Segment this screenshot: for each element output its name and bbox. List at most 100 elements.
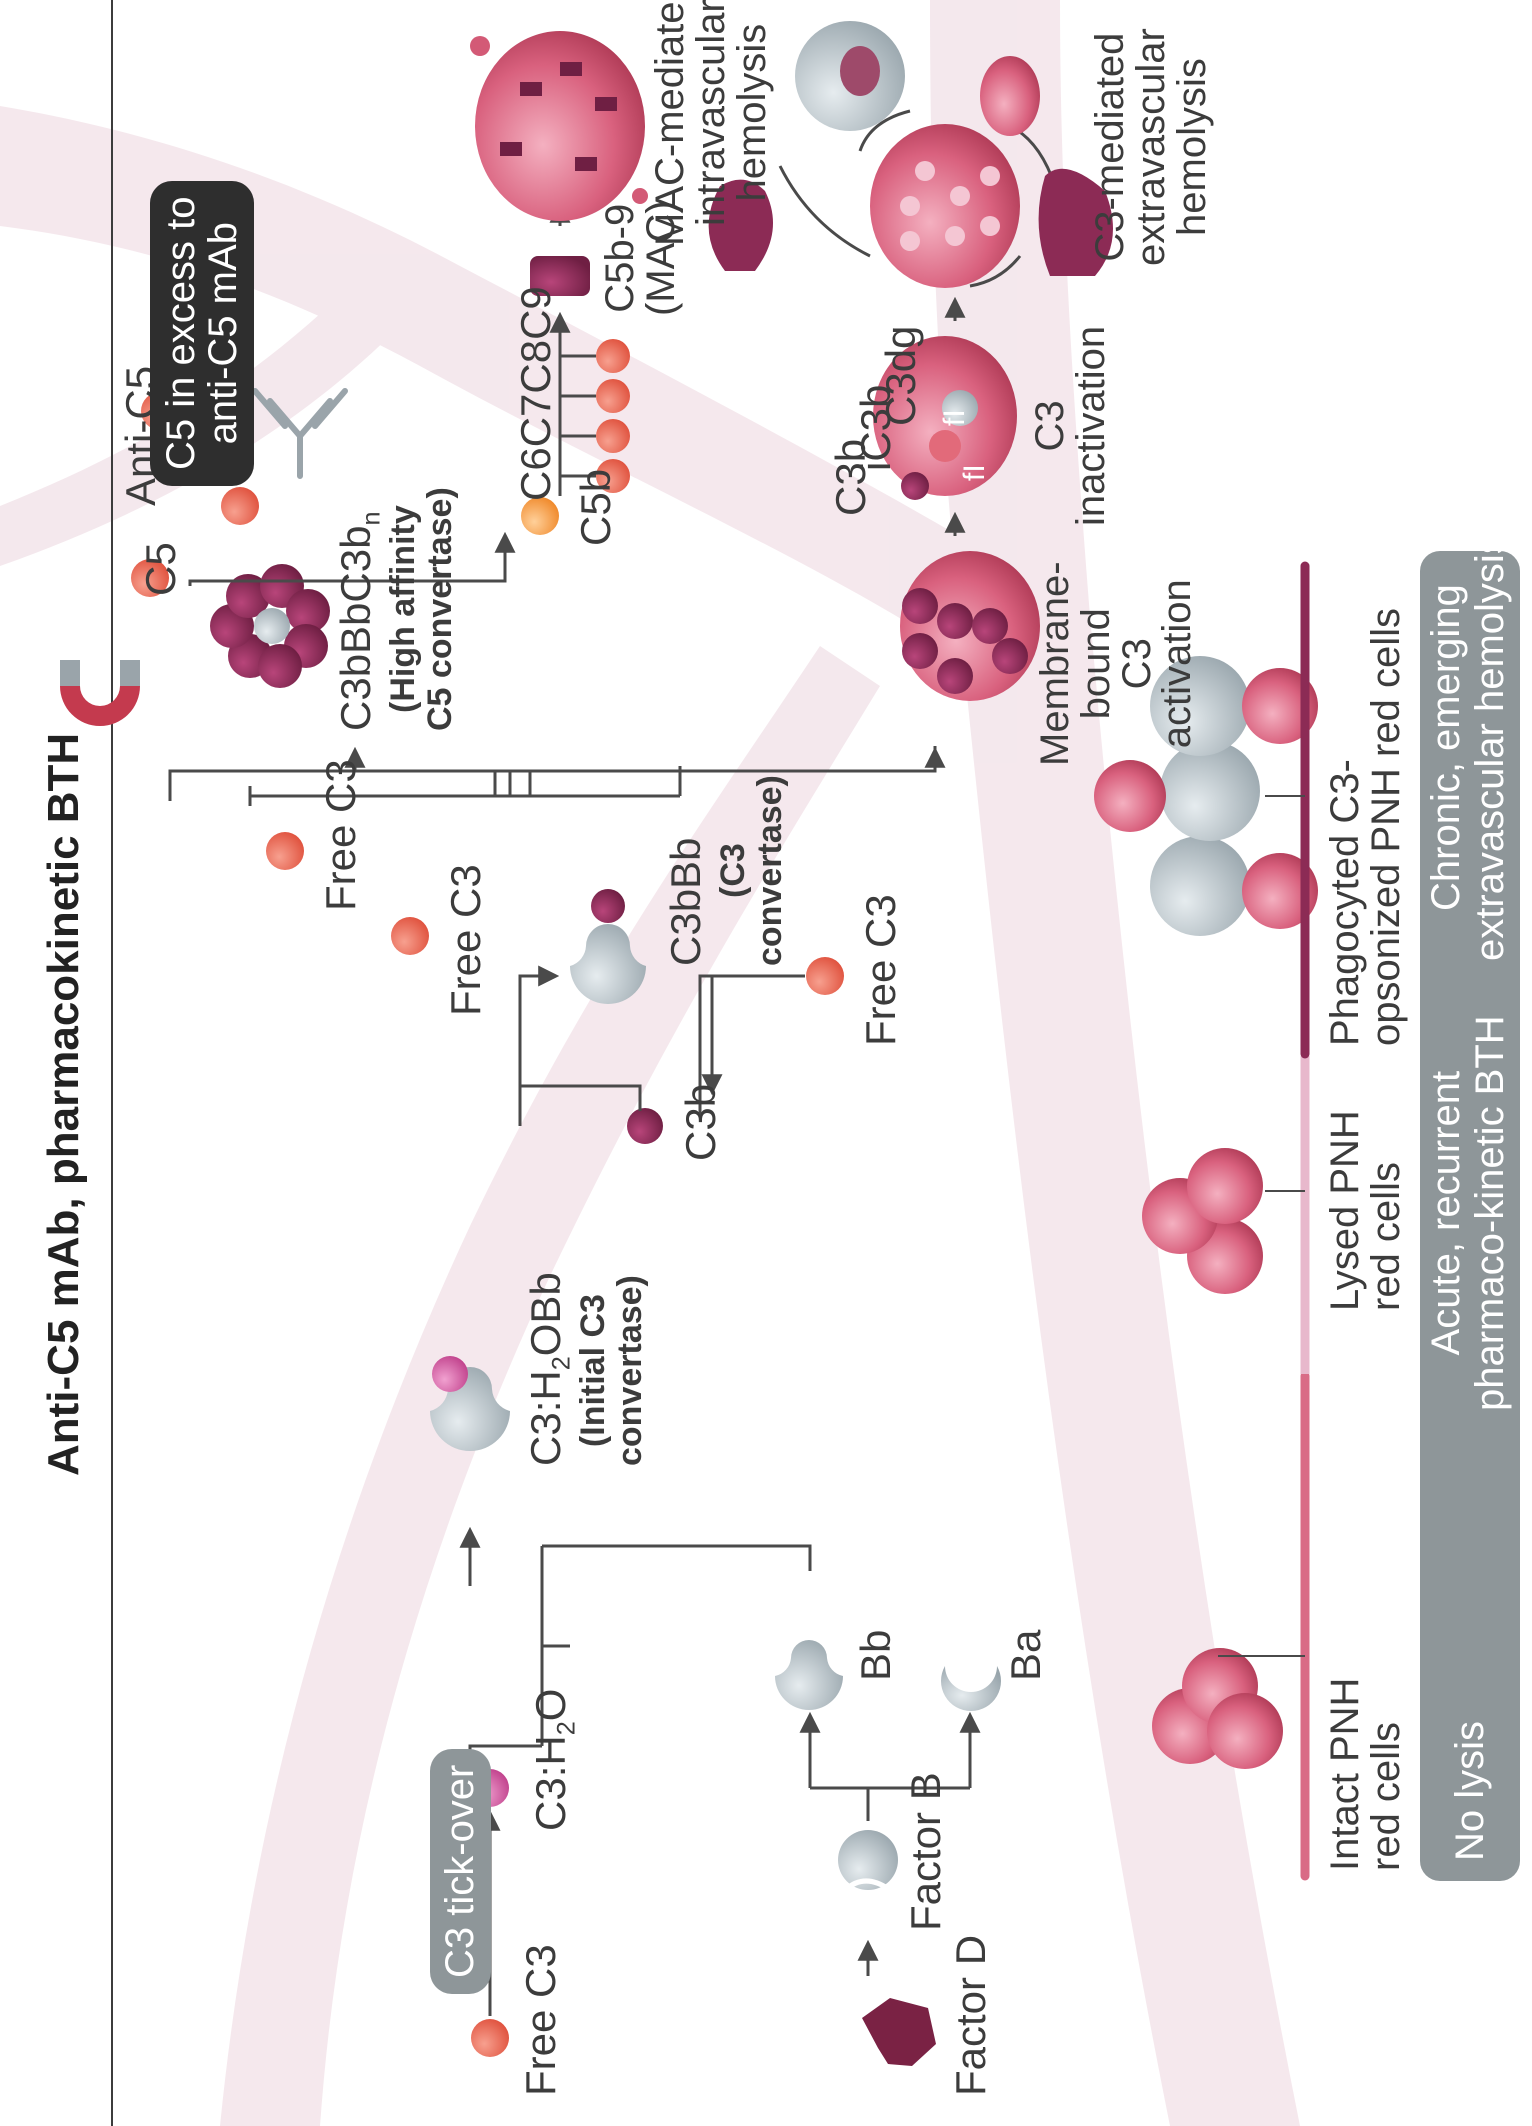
legend-no-lysis: No lysis: [1448, 1720, 1492, 1861]
initial-convertase-c3: [432, 1356, 468, 1392]
factor-b-label: Factor B: [902, 1772, 949, 1931]
mac-line-1: C5b-9: [598, 203, 642, 313]
free-c3-label-top: Free C3: [317, 759, 364, 911]
free-c3-label-low: Free C3: [857, 894, 904, 1046]
c3h2o-sub: 2: [552, 1721, 581, 1736]
mem-4: activation: [1155, 579, 1200, 749]
tick-over-label: C3 tick-over: [438, 1764, 482, 1978]
ic-name-a: C3:H: [522, 1370, 569, 1466]
c6-c9-label: C6C7C8C9: [512, 286, 559, 501]
ic-name-b: OBb: [522, 1272, 569, 1357]
mem-2: bound: [1073, 608, 1118, 720]
opsonized-rbc: [870, 124, 1020, 288]
macrophage-icon: [795, 21, 1040, 136]
ext-1: C3-mediated: [1088, 32, 1132, 262]
c5-convert-arrow: [188, 531, 516, 586]
frag-c3dg: C3dg: [877, 325, 924, 426]
leg-chronic-2: extravascular hemolysis: [1468, 534, 1512, 961]
ba-icon: [941, 1666, 1001, 1711]
excess-line-2: anti-C5 mAb: [201, 222, 245, 445]
c3b-loop: [518, 1084, 642, 1126]
bb-label: Bb: [852, 1629, 899, 1681]
mac-icon: [530, 256, 590, 296]
inact-1: C3: [1028, 400, 1072, 452]
tick-over-pill: C3 tick-over: [430, 1748, 491, 1994]
low-free-c3-arrow: [701, 974, 805, 1096]
free-c3-dot-mid: [391, 917, 429, 955]
c3b-label: C3b: [677, 1083, 724, 1161]
c5b-label: C5b: [572, 468, 619, 546]
c5-dot: [131, 559, 169, 597]
leg-lysed-1: Lysed PNH: [1323, 1110, 1367, 1311]
spleen-icon: [708, 179, 773, 271]
leg-acute-2: pharmaco-kinetic BTH: [1468, 1015, 1512, 1411]
c5-dot-2: [221, 487, 259, 525]
c5b-to-mac: [558, 336, 596, 496]
c5conv-arrow: [250, 768, 660, 806]
join-to-initial: [468, 1544, 812, 1771]
c5-convertase-icon: [210, 564, 330, 688]
antibody-icon: [252, 388, 348, 479]
free-c3-label-start: Free C3: [517, 1944, 564, 2096]
free-c3-dot-low: [806, 957, 844, 995]
c3b-to-c3bbb-arrow: [518, 965, 560, 1086]
fl-label-2: fI: [938, 409, 971, 426]
leg-phago-2: opsonized PNH red cells: [1363, 608, 1408, 1046]
inact-2: inactivation: [1068, 325, 1113, 526]
excess-line-1: C5 in excess to: [159, 196, 203, 470]
inactivation-rbc: [873, 336, 1017, 500]
excess-box: C5 in excess to anti-C5 mAb: [150, 180, 254, 486]
legend-phago-label: Phagocyted C3-opsonized PNH red cells: [1323, 608, 1408, 1046]
membrane-rbc: [900, 551, 1040, 701]
c3bbb-c3b: [591, 889, 625, 923]
legend-intact-rbc: [1152, 1648, 1283, 1769]
ic-desc-2: convertase): [610, 1275, 649, 1466]
mem-3: C3: [1114, 638, 1159, 690]
mac-hem-2: intravascular: [688, 0, 733, 226]
c5-convertase-name: C3bBbC3bn: [332, 512, 385, 731]
initial-convertase-name: C3:H2OBb: [522, 1272, 576, 1466]
factor-d-icon: [862, 1998, 936, 2066]
cycle-arrows: [778, 109, 1057, 288]
mac-hem-3: hemolysis: [729, 23, 774, 202]
free-c3-dot: [471, 2019, 509, 2057]
c3bbb-icon: [570, 924, 646, 1004]
leg-intact-2: red cells: [1363, 1722, 1408, 1871]
c5b-dot: [521, 497, 559, 535]
c6-c9-dots: [596, 339, 630, 493]
free-c3-dot-top: [266, 832, 304, 870]
lysed-rbc-mac: [470, 31, 648, 221]
legend-phagocyted-rbc: [1094, 656, 1318, 936]
ic-desc-1: (Initial C3: [574, 1294, 612, 1448]
c3h2o-tail: O: [527, 1688, 574, 1722]
leg-intact-1: Intact PNH: [1323, 1677, 1367, 1871]
c5-conv-bracket: [168, 769, 532, 801]
page-title: Anti-C5 mAb, pharmacokinetic BTH: [39, 732, 88, 1476]
magnet-icon: [60, 660, 140, 726]
ba-label: Ba: [1002, 1629, 1049, 1681]
ic-name-sub: 2: [547, 1356, 576, 1371]
legend-lysed-rbc: [1142, 1148, 1263, 1294]
c5c-name: C3bBbC3b: [332, 525, 379, 731]
factor-b-icon: [815, 1830, 898, 1920]
branch-c5-conv: [360, 736, 680, 766]
c5-label: C5: [137, 542, 184, 596]
membrane-bracket: [485, 746, 937, 796]
mem-1: Membrane-: [1033, 561, 1077, 766]
liver-icon: [1038, 168, 1113, 276]
ext-2: extravascular: [1128, 28, 1173, 266]
factor-d-label: Factor D: [947, 1934, 994, 2096]
leg-acute-1: Acute, recurrent: [1424, 1070, 1468, 1356]
